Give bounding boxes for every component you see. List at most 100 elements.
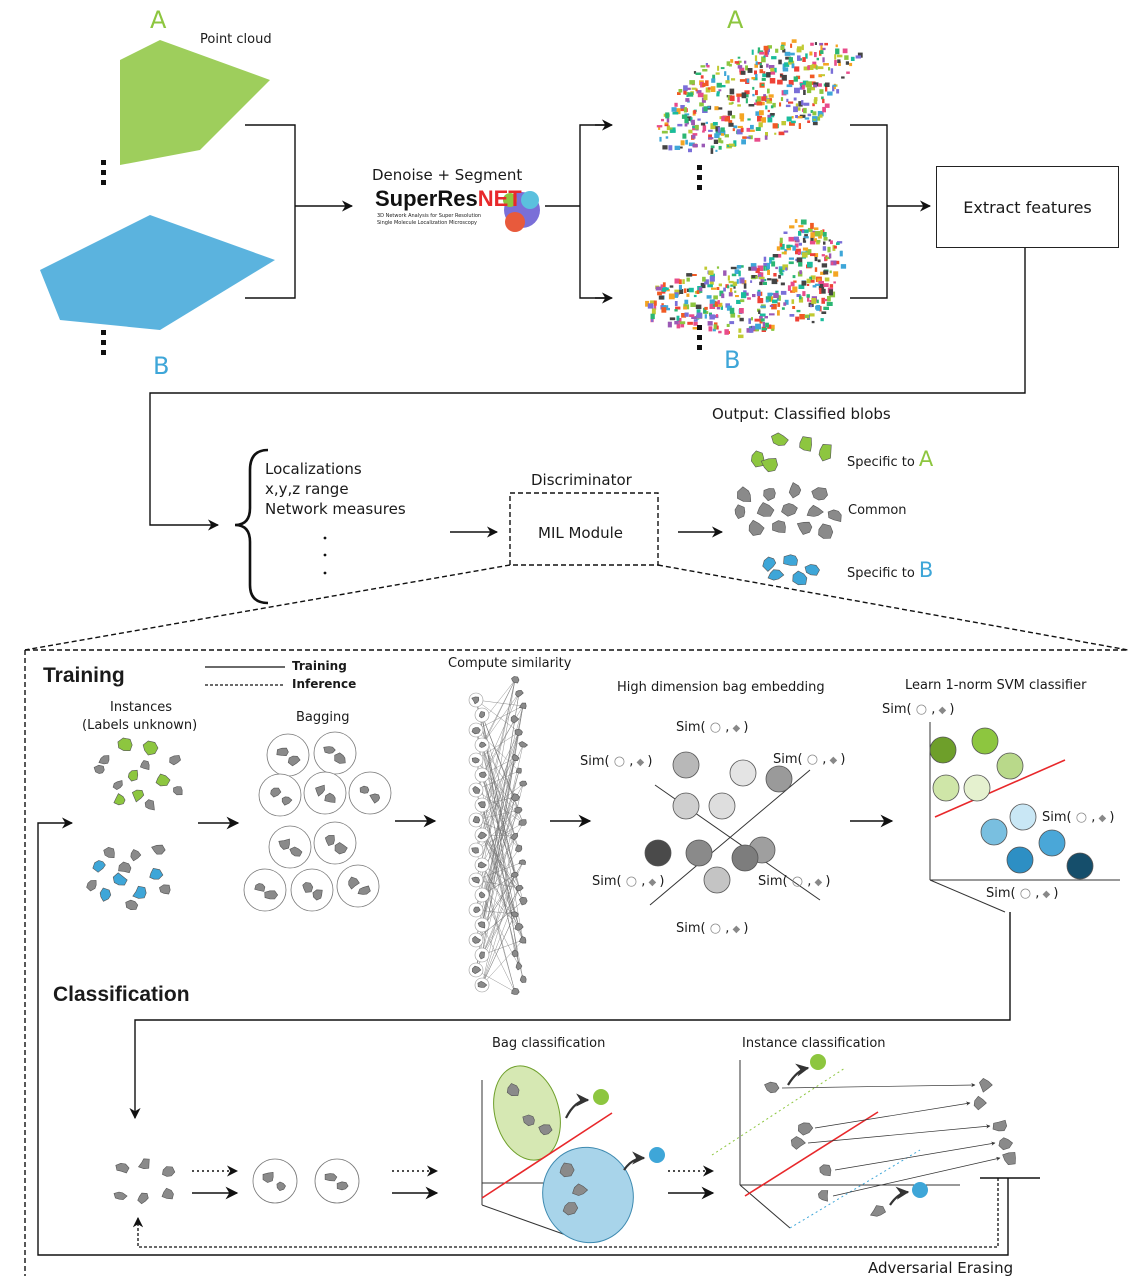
segment-speck: [807, 65, 810, 70]
segment-speck: [780, 243, 785, 250]
segment-speck: [728, 122, 734, 127]
segment-speck: [677, 123, 683, 127]
segment-speck: [820, 74, 825, 77]
segment-speck: [680, 140, 685, 146]
segment-speck: [758, 122, 763, 128]
segment-speck: [829, 270, 832, 274]
segment-speck: [798, 262, 803, 267]
segment-speck: [721, 133, 724, 136]
segment-speck: [744, 92, 749, 98]
segment-speck: [696, 309, 701, 314]
segment-speck: [826, 301, 833, 306]
instance-blob: [112, 780, 123, 791]
segment-speck: [694, 125, 699, 130]
bag-blob: [287, 755, 301, 767]
segment-speck: [821, 297, 825, 304]
inst-class-blue-dot: [912, 1182, 928, 1198]
segment-speck: [751, 77, 756, 80]
segment-speck: [823, 63, 829, 66]
segment-speck: [732, 128, 735, 132]
segment-speck: [786, 246, 791, 251]
segment-speck: [688, 148, 692, 153]
segment-speck: [803, 107, 807, 114]
segment-speck: [674, 321, 679, 325]
segment-speck: [684, 299, 689, 305]
segment-speck: [653, 305, 657, 310]
segment-speck: [742, 136, 747, 139]
segment-speck: [721, 116, 727, 122]
segment-speck: [715, 72, 720, 75]
segment-speck: [817, 259, 821, 263]
similarity-blob: [471, 965, 482, 974]
segment-speck: [686, 116, 692, 121]
segment-speck: [684, 113, 690, 116]
segment-speck: [813, 82, 819, 87]
segment-speck: [789, 314, 795, 317]
segment-speck: [777, 302, 781, 307]
segment-speck: [814, 42, 817, 45]
segment-speck: [714, 133, 720, 139]
segment-speck: [759, 51, 765, 55]
sim-blob-icon: ◆: [729, 723, 744, 734]
bag-blob: [289, 846, 303, 857]
similarity-blob: [472, 786, 481, 794]
segment-speck: [782, 264, 789, 270]
segment-speck: [757, 115, 763, 122]
sim-label: Sim( ○ , ◆ ): [758, 874, 831, 889]
instance-classification-label: Instance classification: [742, 1036, 886, 1051]
segment-speck: [665, 112, 670, 119]
segment-speck: [707, 321, 713, 326]
segment-speck: [786, 98, 789, 103]
zoom-line-left: [24, 564, 511, 651]
segment-speck: [750, 263, 757, 269]
similarity-blob: [518, 819, 527, 826]
segment-speck: [755, 74, 758, 79]
segment-speck: [813, 227, 819, 230]
segment-speck: [766, 72, 771, 78]
segment-speck: [794, 219, 798, 223]
segment-speck: [761, 56, 766, 63]
segment-speck: [693, 321, 698, 326]
segment-speck: [718, 107, 723, 110]
segment-speck: [833, 245, 837, 249]
bag-blob: [324, 792, 336, 803]
bag-blob: [334, 752, 346, 764]
segment-speck: [718, 89, 722, 92]
svm-point-b: [1009, 803, 1037, 831]
segment-speck: [697, 118, 701, 121]
segment-speck: [796, 257, 803, 263]
similarity-edge: [481, 913, 516, 986]
segment-speck: [681, 313, 687, 318]
similarity-blob: [477, 921, 486, 929]
similarity-blob: [471, 757, 480, 764]
segment-speck: [809, 51, 813, 56]
segment-speck: [767, 324, 772, 329]
segment-speck: [737, 65, 743, 69]
segment-speck: [795, 103, 798, 109]
legend-inference-label: Inference: [292, 677, 357, 691]
segment-speck: [779, 237, 783, 244]
bag-circle: [336, 864, 380, 908]
similarity-blob: [472, 935, 482, 944]
segment-speck: [695, 88, 698, 92]
sim-sep: ,: [641, 874, 646, 889]
instance-a-blob: [155, 773, 171, 787]
segment-speck: [809, 313, 815, 317]
segment-speck: [658, 295, 664, 300]
point-cloud-label: Point cloud: [200, 32, 272, 47]
common-blob: [781, 503, 798, 517]
segment-speck: [669, 317, 676, 321]
segment-speck: [714, 301, 719, 307]
segment-speck: [702, 126, 706, 131]
segment-speck: [810, 232, 815, 238]
segment-speck: [828, 253, 832, 259]
output-title: Output: Classified blobs: [712, 405, 891, 423]
segment-speck: [800, 219, 807, 225]
similarity-blob: [514, 728, 523, 737]
segment-speck: [818, 283, 825, 290]
segment-speck: [814, 52, 817, 58]
segment-speck: [820, 45, 823, 52]
segment-speck: [763, 265, 766, 271]
specific-a-blob: [750, 450, 765, 468]
point-cloud-b: [40, 215, 275, 330]
